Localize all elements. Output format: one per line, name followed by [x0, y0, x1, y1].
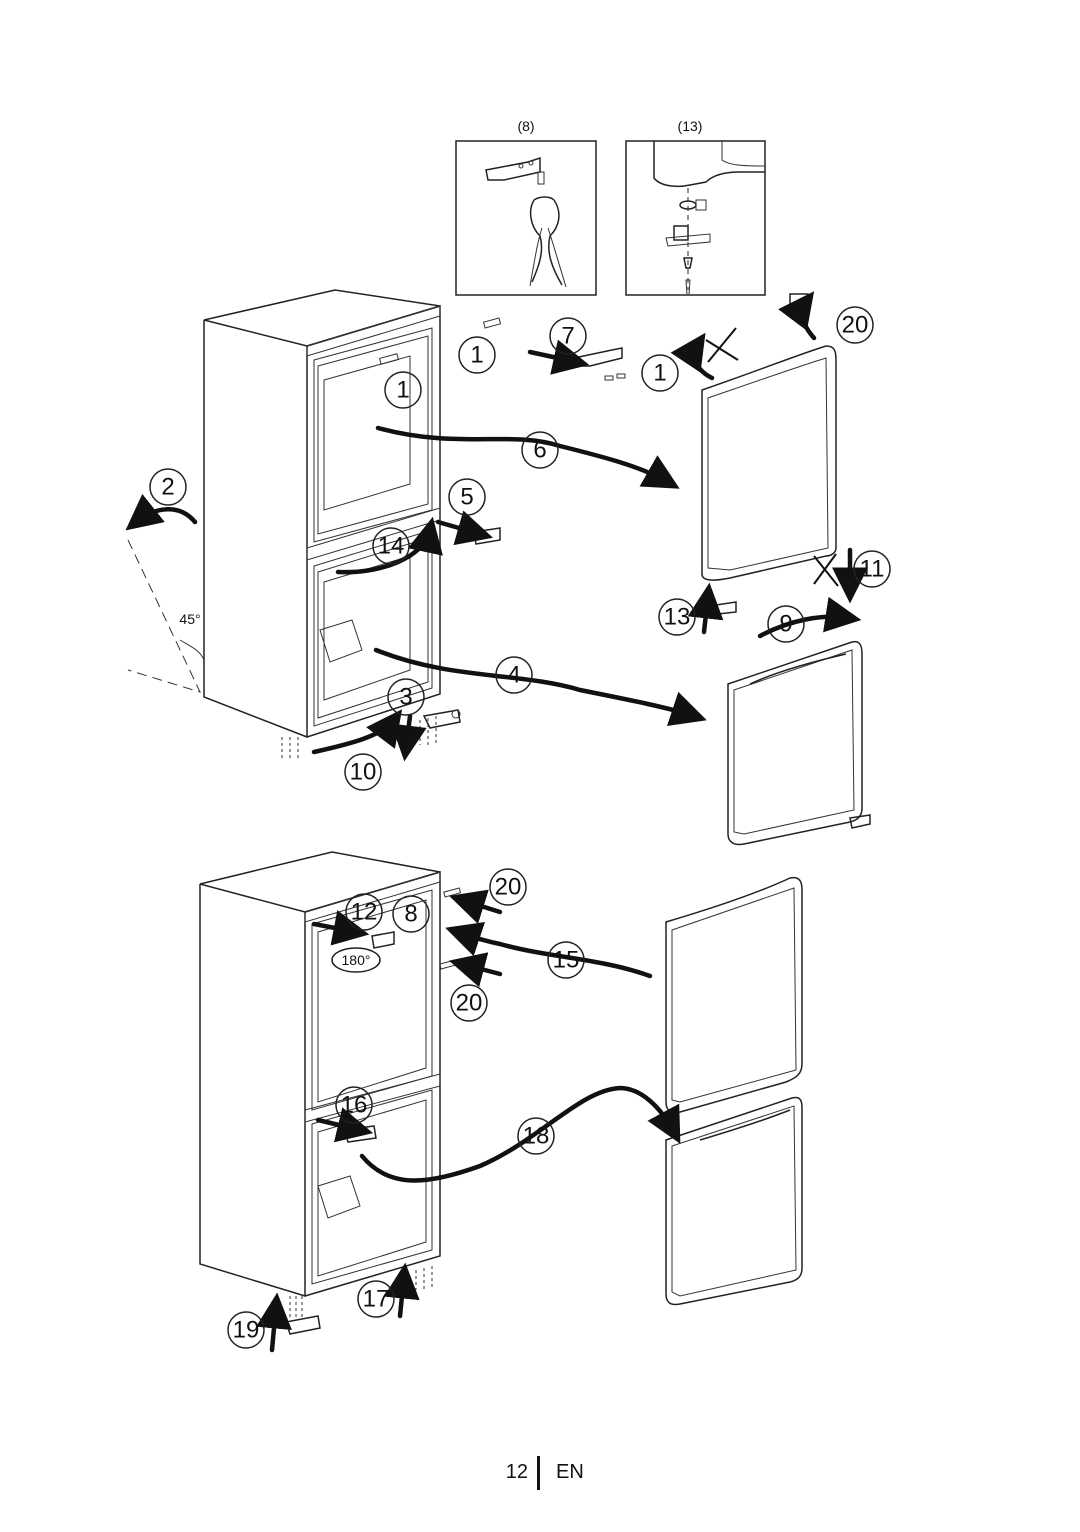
svg-text:14: 14 [378, 533, 405, 560]
step-top-7: 5 [448, 478, 486, 516]
step-bottom-7: 17 [357, 1280, 395, 1318]
svg-text:20: 20 [456, 990, 483, 1017]
step-bottom-1: 12 [345, 893, 383, 931]
svg-text:11: 11 [860, 556, 885, 583]
step-top-10: 13 [658, 598, 696, 636]
tilt-angle-label: 45° [179, 611, 200, 627]
step-bottom-0: 20 [489, 868, 527, 906]
pliers-icon [529, 196, 567, 288]
svg-text:8: 8 [404, 901, 417, 928]
fridge-top-diagram: 45° [127, 289, 441, 760]
step-bottom-4: 20 [450, 984, 488, 1022]
svg-text:10: 10 [350, 759, 377, 786]
step-top-4: 20 [836, 306, 874, 344]
freezer-door-top [701, 345, 837, 581]
footer-divider [537, 1456, 540, 1490]
svg-text:13: 13 [664, 604, 691, 631]
step-bottom-2: 8 [392, 895, 430, 933]
step-top-11: 9 [767, 605, 805, 643]
rotate-angle-label: 180° [342, 952, 371, 968]
svg-text:5: 5 [460, 484, 473, 511]
svg-text:1: 1 [653, 360, 666, 387]
svg-text:17: 17 [363, 1286, 390, 1313]
inset-box-left: (8) [455, 118, 597, 296]
inset-box-right: (13) [625, 118, 766, 296]
step-top-3: 1 [641, 354, 679, 392]
svg-text:3: 3 [399, 684, 412, 711]
svg-text:2: 2 [161, 474, 174, 501]
hinge-parts-top [378, 293, 871, 829]
step-top-9: 11 [853, 550, 891, 588]
step-top-8: 14 [372, 527, 410, 565]
fridge-door-bottom [665, 1096, 803, 1306]
step-bottom-8: 19 [227, 1311, 265, 1349]
step-top-5: 2 [149, 468, 187, 506]
svg-text:12: 12 [351, 899, 378, 926]
step-top-14: 10 [344, 753, 382, 791]
step-bottom-6: 18 [517, 1117, 555, 1155]
svg-text:18: 18 [523, 1123, 550, 1150]
svg-text:15: 15 [553, 947, 580, 974]
svg-text:1: 1 [396, 377, 409, 404]
svg-text:9: 9 [779, 611, 792, 638]
svg-text:20: 20 [495, 874, 522, 901]
svg-text:16: 16 [341, 1092, 368, 1119]
step-top-6: 6 [521, 431, 559, 469]
svg-text:19: 19 [233, 1317, 260, 1344]
step-bottom-3: 15 [547, 941, 585, 979]
step-bottom-5: 16 [335, 1086, 373, 1124]
step-top-2: 7 [549, 317, 587, 355]
step-top-0: 1 [458, 336, 496, 374]
svg-text:4: 4 [507, 662, 520, 689]
svg-text:6: 6 [533, 437, 546, 464]
svg-text:1: 1 [470, 342, 483, 369]
svg-text:7: 7 [561, 323, 574, 350]
step-top-12: 4 [495, 656, 533, 694]
instruction-arrows [125, 291, 868, 1353]
inset-label-right: (13) [678, 118, 703, 134]
step-top-1: 1 [384, 371, 422, 409]
fridge-door-top [727, 640, 863, 846]
step-top-13: 3 [387, 678, 425, 716]
fridge-bottom-diagram: 180° [199, 851, 462, 1335]
page-footer [0, 1458, 1080, 1494]
page-number: 12 [505, 1461, 528, 1483]
language-label: EN [556, 1461, 584, 1483]
freezer-door-bottom [665, 876, 803, 1114]
inset-label-left: (8) [517, 118, 534, 134]
svg-text:20: 20 [842, 312, 869, 339]
